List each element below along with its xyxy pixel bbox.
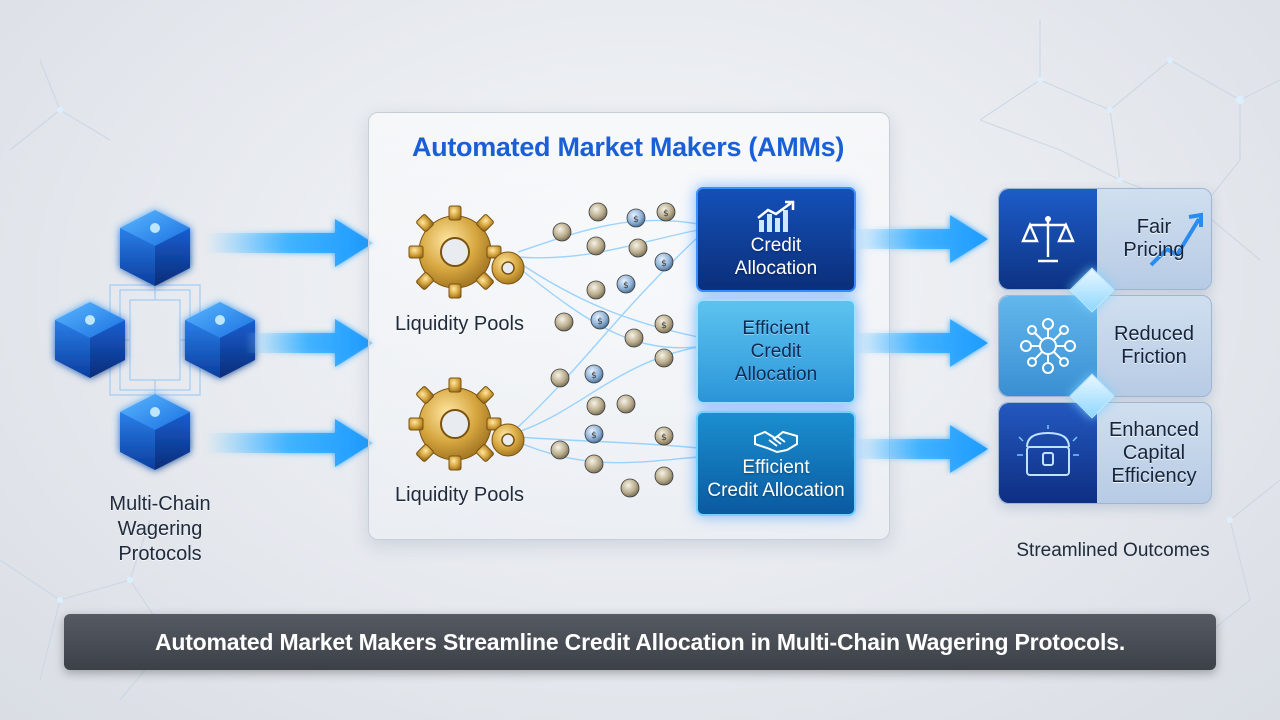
coin	[656, 202, 676, 222]
chain-cube-bottom	[120, 394, 190, 470]
outcome-1-line-1: Fair	[1136, 216, 1172, 238]
input-arrows	[205, 219, 373, 467]
coin	[552, 222, 572, 242]
coin	[654, 348, 674, 368]
outcome-2-text: Reduced Friction	[1099, 296, 1209, 396]
outcome-1-line-2: Pricing	[1123, 239, 1185, 261]
coin	[586, 236, 606, 256]
svg-text:$: $	[591, 431, 597, 441]
svg-text:$: $	[661, 259, 667, 269]
coin	[584, 454, 604, 474]
output-arrows	[850, 215, 988, 473]
coin	[654, 314, 674, 334]
coin	[654, 252, 674, 272]
svg-text:$: $	[663, 209, 669, 219]
gear-icon	[408, 377, 525, 471]
efficient-credit-allocation-box: Efficient Credit Allocation	[696, 299, 856, 404]
coin	[654, 466, 674, 486]
arrow-out-1	[850, 215, 988, 263]
outcome-2-line-1: Reduced	[1113, 323, 1195, 345]
coin	[586, 396, 606, 416]
arrow-out-3	[850, 425, 988, 473]
outcome-3-line-1: Enhanced	[1108, 418, 1200, 441]
outcome-3-line-3: Efficiency	[1111, 464, 1197, 487]
outcomes-label: Streamlined Outcomes	[1016, 540, 1210, 561]
coin	[584, 364, 604, 384]
coin	[550, 440, 570, 460]
trend-up-icon	[1149, 212, 1203, 267]
outcome-1-text: Fair Pricing	[1099, 189, 1209, 289]
flow-network: $ $ $ $ $ $ $ $ $	[517, 202, 699, 498]
coin	[620, 478, 640, 498]
credit-box-2-line-1: Efficient	[742, 318, 810, 339]
coin	[624, 328, 644, 348]
multi-chain-label: Multi-Chain Wagering Protocols	[70, 492, 250, 567]
chain-cube-left	[55, 302, 125, 378]
credit-box-2-line-3: Allocation	[734, 364, 818, 385]
amm-title: Automated Market Makers (AMMs)	[411, 132, 845, 162]
outcome-reduced-friction: Reduced Friction	[998, 295, 1212, 397]
outcome-3-text: Enhanced Capital Efficiency	[1099, 403, 1209, 503]
coin	[654, 426, 674, 446]
svg-text:$: $	[591, 371, 597, 381]
coin	[590, 310, 610, 330]
coin	[588, 202, 608, 222]
svg-text:$: $	[597, 317, 603, 327]
arrow-1	[205, 219, 373, 267]
svg-text:$: $	[661, 433, 667, 443]
coin	[626, 208, 646, 228]
coin	[616, 274, 636, 294]
chain-label-line-3: Protocols	[118, 543, 202, 565]
credit-box-3-line-2: Credit Allocation	[707, 479, 845, 501]
svg-text:$: $	[661, 321, 667, 331]
chain-cube-top	[120, 210, 190, 286]
gear-icon	[408, 205, 525, 299]
arrow-3	[205, 419, 373, 467]
arrow-2	[245, 319, 373, 367]
credit-box-1-line-1: Credit	[750, 234, 802, 256]
chain-label-line-2: Wagering	[117, 518, 203, 540]
coin	[586, 280, 606, 300]
svg-text:$: $	[623, 281, 629, 291]
svg-text:$: $	[633, 215, 639, 225]
outcome-2-line-2: Friction	[1121, 346, 1187, 368]
credit-allocation-box: Credit Allocation	[696, 187, 856, 292]
outcome-fair-pricing: Fair Pricing	[998, 188, 1212, 290]
scales-icon	[999, 189, 1097, 289]
pool-label-1: Liquidity Pools	[395, 313, 524, 335]
outcome-enhanced-capital-efficiency: Enhanced Capital Efficiency	[998, 402, 1212, 504]
network-hub-icon	[999, 296, 1097, 396]
coin	[628, 238, 648, 258]
handshake-icon	[754, 430, 798, 453]
efficient-credit-allocation-box-2: Efficient Credit Allocation	[696, 411, 856, 516]
credit-box-3-line-1: Efficient	[742, 456, 810, 478]
coin	[616, 394, 636, 414]
bar-chart-trend-icon	[757, 200, 795, 232]
credit-box-1-line-2: Allocation	[734, 257, 818, 279]
caption-bar: Automated Market Makers Streamline Credi…	[64, 614, 1216, 670]
coin	[550, 368, 570, 388]
pool-label-2: Liquidity Pools	[395, 484, 524, 506]
arrow-out-2	[850, 319, 988, 367]
coin	[554, 312, 574, 332]
coin	[584, 424, 604, 444]
treasure-chest-icon	[999, 403, 1097, 503]
chain-label-line-1: Multi-Chain	[109, 493, 211, 515]
credit-box-2-line-2: Credit	[750, 341, 802, 362]
outcome-3-line-2: Capital	[1122, 441, 1186, 464]
caption-text: Automated Market Makers Streamline Credi…	[154, 628, 1126, 655]
